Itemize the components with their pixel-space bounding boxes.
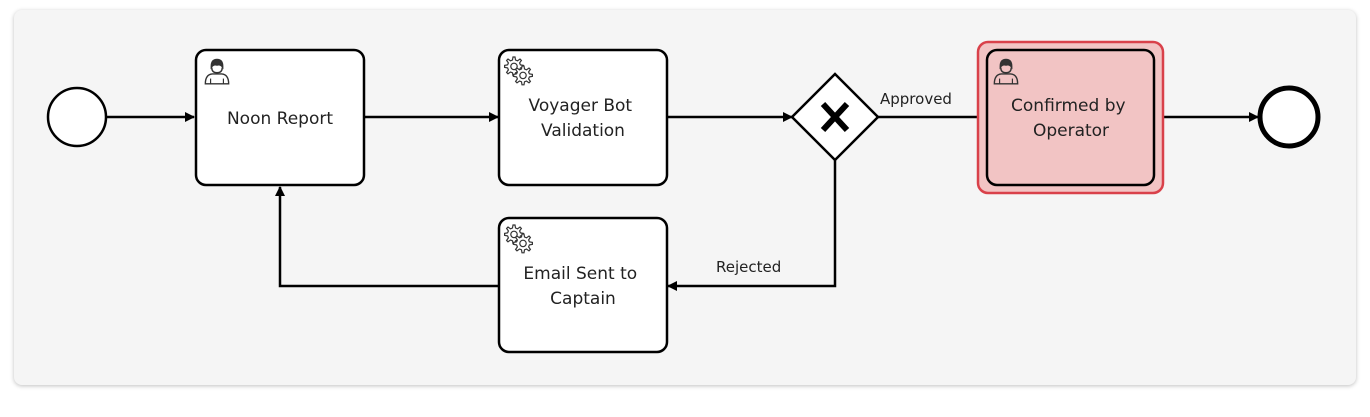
end-event[interactable] (1257, 85, 1321, 149)
task-label: Voyager Bot Validation (529, 96, 638, 141)
flow-label-approved: Approved (880, 90, 952, 108)
task-voyager-bot-validation[interactable]: Voyager Bot Validation (497, 48, 669, 187)
flow-rejected[interactable] (667, 160, 837, 291)
flow-label-rejected: Rejected (716, 258, 781, 276)
task-confirmed-by-operator[interactable]: Confirmed by Operator (976, 40, 1165, 195)
task-label: Confirmed by Operator (1011, 96, 1131, 141)
task-label: Email Sent to Captain (523, 264, 642, 309)
task-label: Noon Report (227, 109, 333, 129)
flow-email-to-noon-report[interactable] (275, 186, 498, 288)
gateway-x-icon (820, 101, 850, 133)
task-email-sent-to-captain[interactable]: Email Sent to Captain (497, 216, 669, 354)
task-noon-report[interactable]: Noon Report (194, 48, 366, 187)
active-task-highlight (976, 40, 1165, 195)
exclusive-gateway[interactable] (790, 72, 880, 162)
start-event[interactable] (46, 86, 108, 148)
